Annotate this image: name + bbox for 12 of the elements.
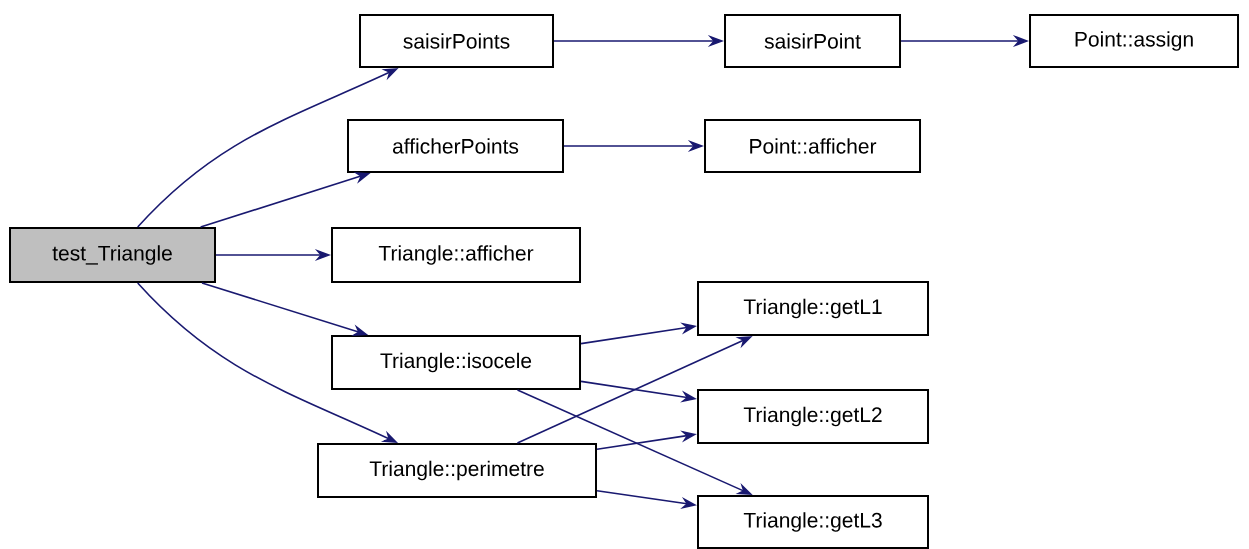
function-box: Point::afficher <box>704 119 921 173</box>
function-box: Triangle::afficher <box>331 227 581 283</box>
function-box: Triangle::perimetre <box>317 443 597 498</box>
function-box: Triangle::getL3 <box>697 495 929 549</box>
function-box: Point::assign <box>1029 14 1239 68</box>
function-box: saisirPoints <box>359 14 554 68</box>
function-box: Triangle::isocele <box>331 335 581 390</box>
function-box: Triangle::getL1 <box>697 281 929 336</box>
function-box: afficherPoints <box>347 119 564 173</box>
function-box: saisirPoint <box>724 14 901 68</box>
function-box: Triangle::getL2 <box>697 389 929 444</box>
function-box: test_Triangle <box>9 227 216 283</box>
